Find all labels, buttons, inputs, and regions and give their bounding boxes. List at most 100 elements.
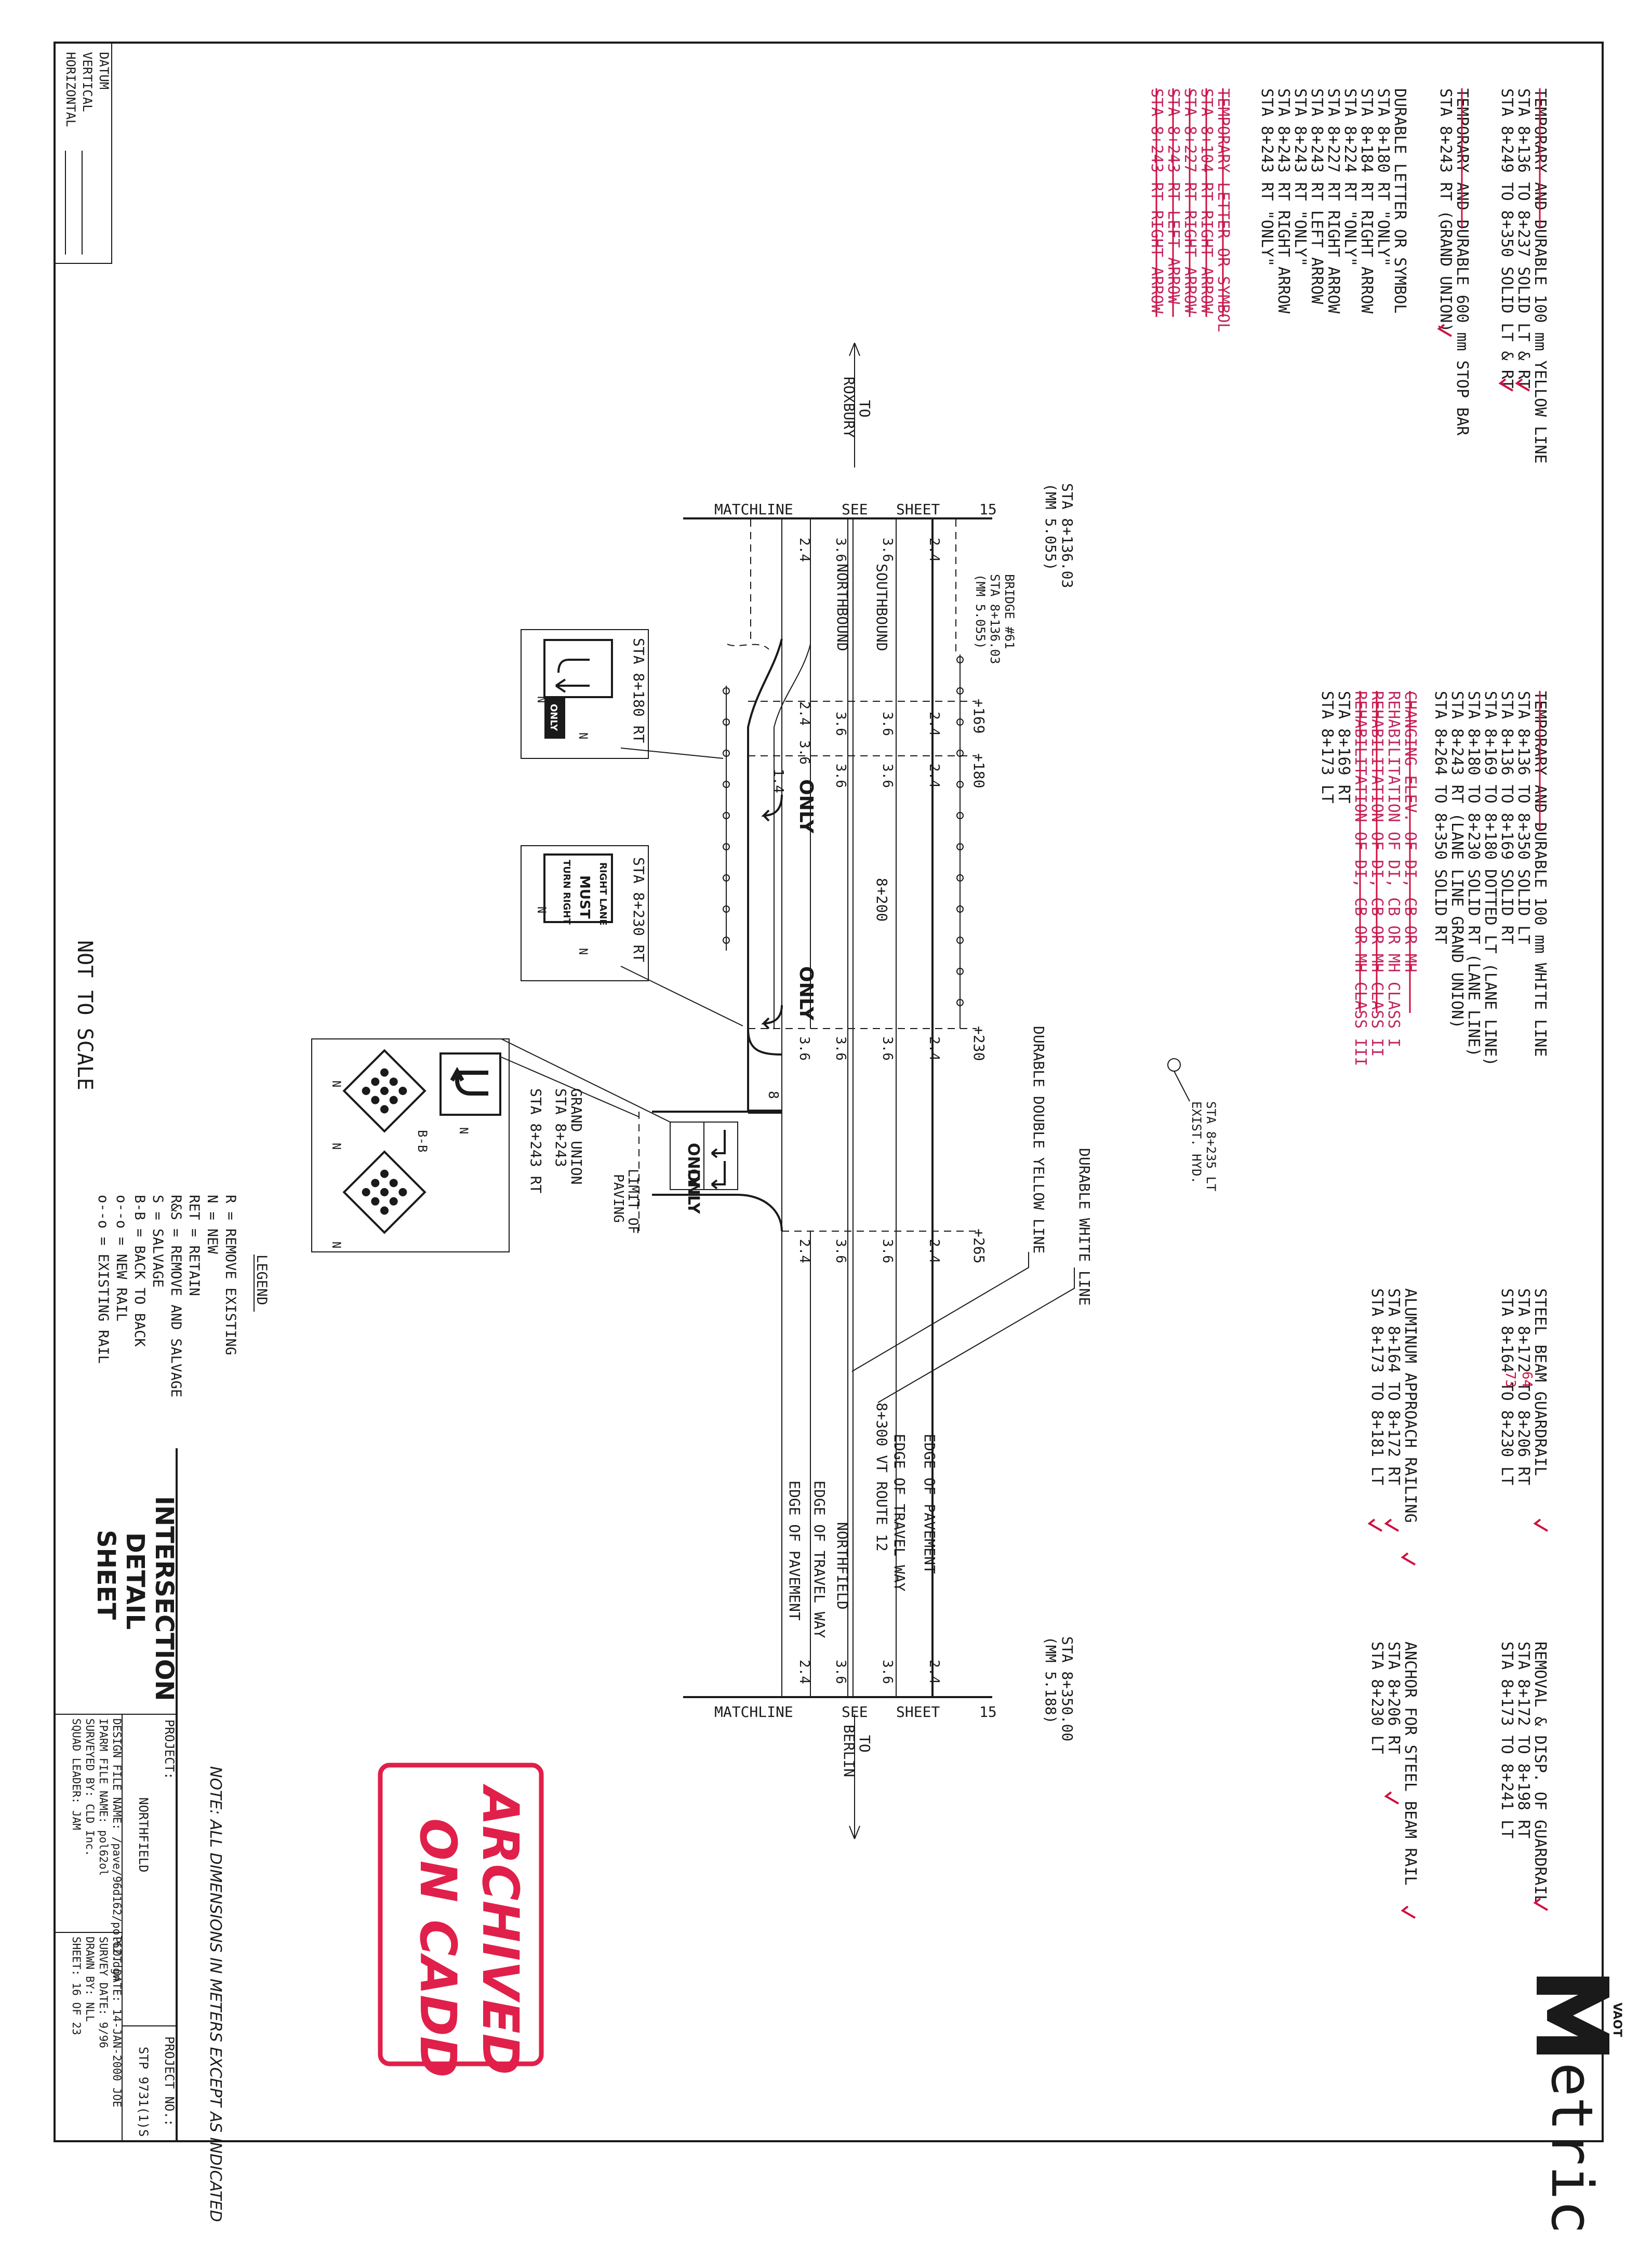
project-name: NORTHFIELD (136, 1797, 151, 1873)
guardrail-correction: 64 (1519, 1371, 1535, 1387)
archived-stamp: ARCHIVED ON CADD (378, 1763, 544, 2078)
sign-n-label: N (329, 1242, 342, 1248)
station-180: +180 (970, 753, 988, 788)
datum-box: DATUM VERTICAL HORIZONTAL (54, 42, 112, 264)
sign-n-label: N (329, 1080, 342, 1087)
quantities-removal: REMOVAL & DISP. OF GUARDRAIL STA 8+172 T… (1368, 1642, 1549, 1919)
sign-2-sta: STA 8+230 RT (630, 857, 647, 962)
arrow-to-berlin (849, 1714, 860, 1839)
object-marker-1 (342, 1049, 427, 1133)
station-200: 8+200 (873, 878, 890, 922)
legend-row: N = NEW (204, 1195, 220, 1255)
title-row: IPARM FILE NAME: pol62ol (97, 1718, 110, 1876)
check-mark (1498, 378, 1530, 392)
title-block: INTERSECTION DETAIL SHEET PROJECT: NORTH… (55, 1448, 179, 2141)
station-169: +169 (970, 699, 988, 733)
edge-pavement-label: EDGE OF PAVEMENT (921, 1434, 938, 1574)
grand-union-label: GRAND UNION (568, 1088, 585, 1184)
yellow-row-2: STA 8+249 TO 8+350 SOLID LT & RT (1498, 88, 1516, 389)
route-label: 8+300 VT ROUTE 12 (873, 1403, 890, 1552)
arrow-to-roxbury (849, 342, 860, 468)
lane-width: 2.4 (926, 538, 942, 562)
cbmh-sta: STA 8+169 RT (1335, 691, 1353, 804)
removal-row: STA 8+172 TO 8+198 RT (1514, 1642, 1533, 1838)
station-265: +265 (970, 1229, 988, 1263)
only-sign-plate (544, 697, 565, 739)
lane-width: 3.6 (796, 740, 812, 765)
legend-row: R = REMOVE EXISTING (222, 1195, 238, 1355)
sign-n-label: N (576, 732, 589, 739)
lane-width: 3.6 (833, 764, 848, 788)
sign-1-leader (620, 748, 724, 759)
legend: LEGEND R = REMOVE EXISTING N = NEW RET =… (95, 1195, 270, 1397)
lane-width: 3.6 (880, 1239, 895, 1263)
white-row: STA 8+136 TO 8+350 SOLID LT (1514, 691, 1533, 944)
durable-letter-row: STA 8+184 RT RIGHT ARROW (1357, 88, 1376, 314)
limit-paving-label: PAVING (610, 1174, 626, 1223)
plan-labels: MATCHLINE SEE SHEET 15 MATCHLINE SEE SHE… (527, 342, 1218, 1839)
stamp-line-2: ON CADD (409, 1818, 467, 2078)
stamp-frame (378, 1763, 544, 2066)
check-mark (1367, 1518, 1549, 1566)
hydrant-sta: STA 8+235 LT (1204, 1101, 1218, 1191)
sign-n-label: N (457, 1127, 470, 1134)
approach-header: ALUMINUM APPROACH RAILING (1401, 1288, 1419, 1523)
lane-width: 3.6 (796, 1036, 812, 1061)
to-berlin: TO (856, 1735, 873, 1753)
title-row-right: SHEET: 16 OF 23 (70, 1937, 83, 2035)
northbound-label: NORTHBOUND (834, 564, 851, 651)
datum-horizontal: HORIZONTAL (63, 52, 78, 127)
white-row: STA 8+243 RT (LANE LINE GRAND UNION) (1448, 691, 1466, 1029)
bridge-label: BRIDGE #61 (1002, 574, 1017, 649)
quantities-white-line: TEMPORARY AND DURABLE 100 mm WHITE LINE … (1318, 691, 1549, 1066)
lane-width: 3.6 (880, 1036, 895, 1061)
lane-width: 8 (765, 1091, 781, 1099)
lane-width: 3.6 (833, 538, 848, 562)
lane-width: 2.4 (796, 1239, 812, 1263)
dimensions-note: NOTE: ALL DIMENSIONS IN METERS EXCEPT AS… (206, 1766, 224, 2222)
metric-logo: VAOT etric (1537, 1977, 1623, 2234)
only-marking-2: ONLY (795, 966, 817, 1021)
bridge-sta: STA 8+136.03 (988, 574, 1002, 664)
lane-width: 2.4 (926, 764, 942, 788)
right-turn-arrow-icon (557, 659, 590, 673)
durable-letter-row: STA 8+180 RT "ONLY" (1374, 88, 1392, 266)
lane-width: 3.6 (833, 1239, 848, 1263)
title-row-right: SURVEY DATE: 9/96 (97, 1937, 110, 2048)
southbound-label: SOUTHBOUND (873, 564, 890, 651)
quantities-guardrail: STEEL BEAM GUARDRAIL STA 8+172 TO 8+206 … (1367, 1288, 1549, 1566)
only-marking-1: ONLY (795, 779, 817, 834)
grand-union-sign-sta: STA 8+243 RT (527, 1088, 544, 1193)
anchor-row: STA 8+206 RT (1384, 1642, 1403, 1754)
hydrant-label: EXIST. HYD. (1189, 1101, 1204, 1184)
project-no: STP 9731(1)S (136, 2047, 151, 2137)
sheet-title-3: SHEET (91, 1530, 121, 1620)
turn-lane-edge (747, 638, 783, 1056)
title-row: SQUAD LEADER: JAM (70, 1718, 83, 1830)
sign-turn-right: TURN RIGHT (561, 860, 572, 925)
lane-width: 3.6 (833, 712, 848, 736)
lane-width: 2.4 (796, 538, 812, 562)
durable-letter-row: STA 8+243 RT RIGHT ARROW (1274, 88, 1293, 314)
right-arrow-marking-1 (761, 794, 783, 822)
quantities-upper-right: TEMPORARY AND DURABLE 100 mm YELLOW LINE… (1148, 88, 1549, 463)
lane-width: 2.4 (796, 701, 812, 726)
legend-row: B-B = BACK TO BACK (131, 1195, 148, 1347)
limit-paving-label: LIMIT OF (625, 1169, 641, 1234)
legend-row: o--o = NEW RAIL (113, 1195, 129, 1322)
matchline-label: SHEET (896, 501, 940, 518)
lane-control-arrow-icon (450, 1066, 488, 1096)
grand-union-sta: STA 8+243 (552, 1088, 569, 1167)
stopbar-row: STA 8+243 RT (GRAND UNION) (1436, 88, 1455, 332)
object-marker-2 (342, 1150, 427, 1234)
lane-width: 2.4 (926, 1036, 942, 1061)
durable-letter-header: DURABLE LETTER OR SYMBOL (1391, 88, 1409, 313)
legend-title: LEGEND (254, 1255, 270, 1305)
lane-width: 2.4 (926, 712, 942, 736)
white-row: STA 8+169 TO 8+180 DOTTED LT (LANE LINE) (1481, 691, 1499, 1066)
sign-3-frame (311, 1038, 510, 1252)
title-row: DESIGN FILE NAME: /pave/96d162/pol62.dgn (111, 1718, 123, 1981)
removal-header: REMOVAL & DISP. OF GUARDRAIL (1531, 1642, 1549, 1904)
cbmh-row: REHABILITATION OF DI, CB OR MH CLASS I (1384, 691, 1403, 1047)
